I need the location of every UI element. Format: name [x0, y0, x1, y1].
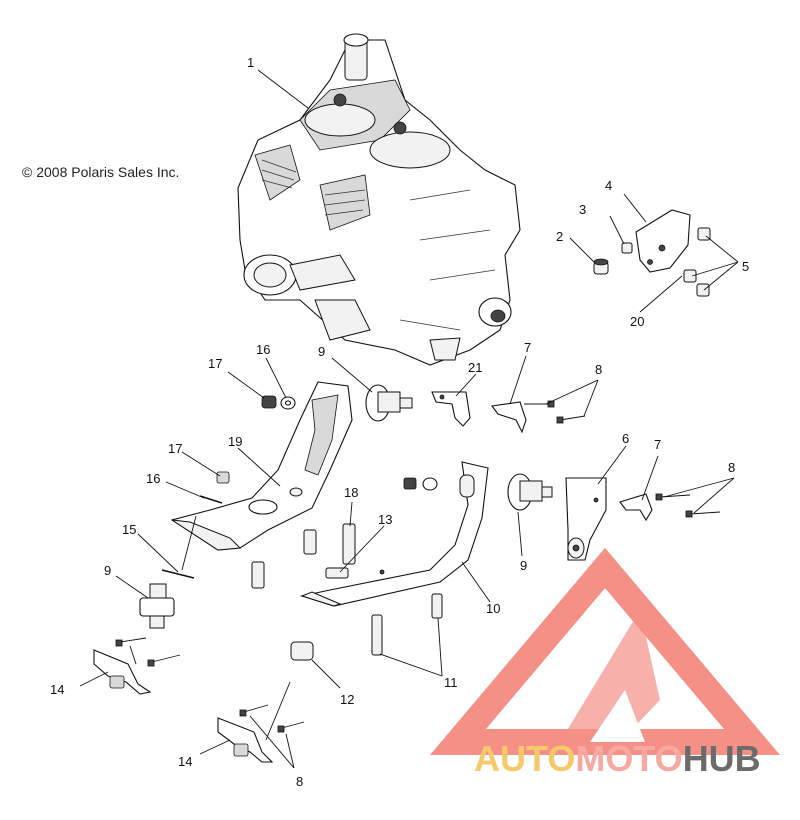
callout-11: 11 [444, 675, 458, 690]
callout-5: 5 [742, 259, 749, 274]
callout-14-upper: 14 [50, 682, 64, 697]
part-7-bracket-right [619, 493, 653, 522]
callout-4: 4 [605, 178, 612, 193]
callout-9-right: 9 [520, 558, 527, 573]
part-17-nut-upper [261, 395, 277, 409]
callout-8-upper: 8 [595, 362, 602, 377]
callout-8-right: 8 [728, 460, 735, 475]
part-13-block [325, 567, 349, 579]
callout-7-upper: 7 [524, 340, 531, 355]
part-21-bracket [431, 391, 471, 427]
part-9-mount-right [507, 473, 553, 511]
callout-9-upper: 9 [318, 344, 325, 359]
callout-17-upper: 17 [208, 356, 222, 371]
part-15-plate [161, 569, 195, 579]
part-4-bracket [635, 209, 691, 273]
part-11-bolts [371, 593, 443, 656]
part-6-bracket [565, 477, 607, 561]
part-7-bracket-upper [491, 401, 527, 434]
callout-21: 21 [468, 360, 482, 375]
part-10-bracket [299, 461, 489, 607]
part-bolts-under-19 [251, 529, 317, 589]
callout-15: 15 [122, 522, 136, 537]
callout-13: 13 [378, 512, 392, 527]
callout-20: 20 [630, 314, 644, 329]
part-8-bolts-right [655, 493, 721, 518]
callout-10: 10 [486, 601, 500, 616]
callout-labels: 1 2 3 4 5 20 17 16 9 21 7 8 6 7 8 17 19 … [50, 55, 749, 789]
part-8-bolts-upper [524, 400, 586, 424]
callout-14-lower: 14 [178, 754, 192, 769]
callout-7-right: 7 [654, 437, 661, 452]
callout-9-left: 9 [104, 563, 111, 578]
callout-18: 18 [344, 485, 358, 500]
watermark-text: AUTOMOTOHUB [474, 738, 761, 780]
callout-8-lower: 8 [296, 774, 303, 789]
part-nut-washer-right [403, 477, 438, 491]
part-12-spacer [290, 641, 314, 661]
callout-1: 1 [247, 55, 254, 70]
copyright-notice: © 2008 Polaris Sales Inc. [22, 164, 180, 180]
part-14-bracket-upper [93, 649, 152, 695]
callout-17-left: 17 [168, 441, 182, 456]
part-16-washer-upper [280, 396, 296, 410]
part-16-washer-left [199, 495, 223, 504]
part-17-nut-left [216, 471, 230, 484]
watermark-hub: HUB [682, 738, 761, 779]
part-2-bushing [593, 258, 609, 275]
callout-6: 6 [622, 431, 629, 446]
watermark-logo-icon [429, 547, 781, 755]
part-3-nut [621, 242, 633, 254]
part-9-mount-left [139, 583, 175, 629]
engine-assembly [237, 33, 521, 366]
watermark-auto: AUTO [474, 738, 576, 779]
part-8-bolts-lower [115, 637, 305, 733]
callout-12: 12 [340, 692, 354, 707]
callout-19: 19 [228, 434, 242, 449]
part-19-bracket [170, 381, 353, 551]
callout-2: 2 [556, 229, 563, 244]
callout-3: 3 [579, 202, 586, 217]
part-18-bolt [342, 523, 356, 565]
watermark-moto: MOTO [575, 738, 683, 779]
part-14-bracket-lower [217, 717, 274, 763]
callout-16-upper: 16 [256, 342, 270, 357]
part-9-mount-upper [365, 384, 413, 422]
callout-16-left: 16 [146, 471, 160, 486]
leader-lines [79, 69, 739, 769]
